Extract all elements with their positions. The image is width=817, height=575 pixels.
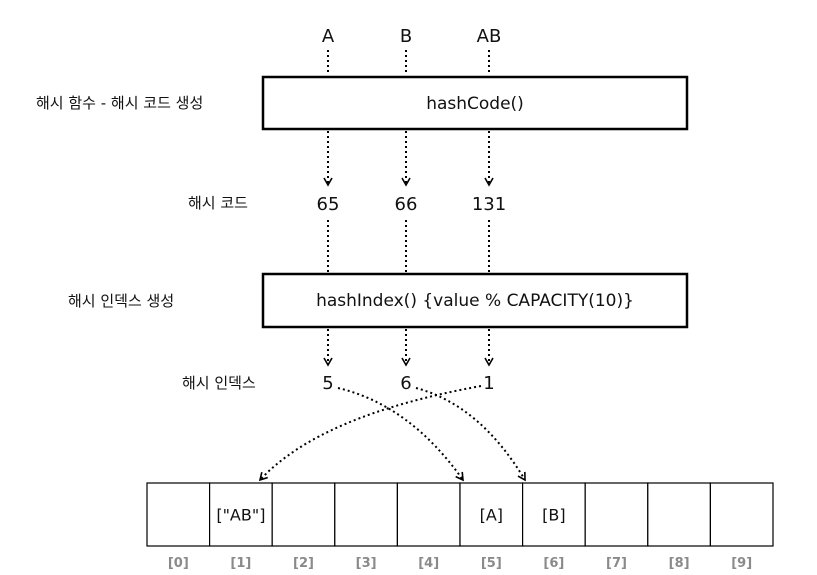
key-connectors [327,50,490,75]
label-hash-code: 해시 코드 [188,194,248,212]
array-cell-3 [334,482,398,547]
key-ab: AB [477,26,502,47]
array-cell-7 [584,482,649,547]
hashcode-box-label: hashCode() [426,94,524,114]
hashcode-arrows [323,131,494,187]
array-index-2: [2] [293,556,314,571]
array-cell-4 [396,482,461,547]
hash-index-a: 5 [322,373,333,394]
hash-code-connectors [327,220,490,272]
hash-code-ab: 131 [472,194,506,215]
array-cell-5 [459,482,524,547]
array-cell-0 [146,482,211,547]
key-b: B [400,26,412,47]
hashindex-arrows [323,329,494,367]
array-cell-value-5: [A] [480,506,503,525]
mapping-arrows [258,385,526,482]
array-cell-value-1: ["AB"] [216,506,265,525]
array-index-3: [3] [356,556,377,571]
label-hash-index-gen: 해시 인덱스 생성 [68,292,174,310]
array-index-4: [4] [418,556,439,571]
array-cell-8 [647,482,711,547]
array-index-6: [6] [543,556,564,571]
array-index-8: [8] [669,556,690,571]
hashindex-box [261,272,689,329]
mapping-arrow-b [415,387,526,482]
mapping-arrow-a [337,387,464,482]
mapping-arrow-ab [258,385,482,482]
array-indices: [0] [1] [2] [3] [4] [5] [6] [7] [8] [9] [168,556,752,571]
hashcode-box [261,75,689,131]
key-a: A [322,26,335,47]
array-index-9: [9] [731,556,752,571]
array-index-0: [0] [168,556,189,571]
hash-code-a: 65 [317,194,340,215]
array: ["AB"] [A] [B] [146,482,774,547]
array-cell-6 [521,482,586,547]
array-index-5: [5] [481,556,502,571]
array-cell-2 [271,482,336,547]
array-index-1: [1] [230,556,251,571]
hash-index-b: 6 [400,373,411,394]
label-hash-index: 해시 인덱스 [182,374,256,392]
label-hash-function: 해시 함수 - 해시 코드 생성 [36,94,203,112]
hash-code-b: 66 [395,194,418,215]
array-index-7: [7] [606,556,627,571]
hash-index-ab: 1 [483,373,494,394]
hashindex-box-label: hashIndex() {value % CAPACITY(10)} [316,291,634,311]
array-cell-9 [709,482,774,547]
array-cell-value-6: [B] [542,506,565,525]
